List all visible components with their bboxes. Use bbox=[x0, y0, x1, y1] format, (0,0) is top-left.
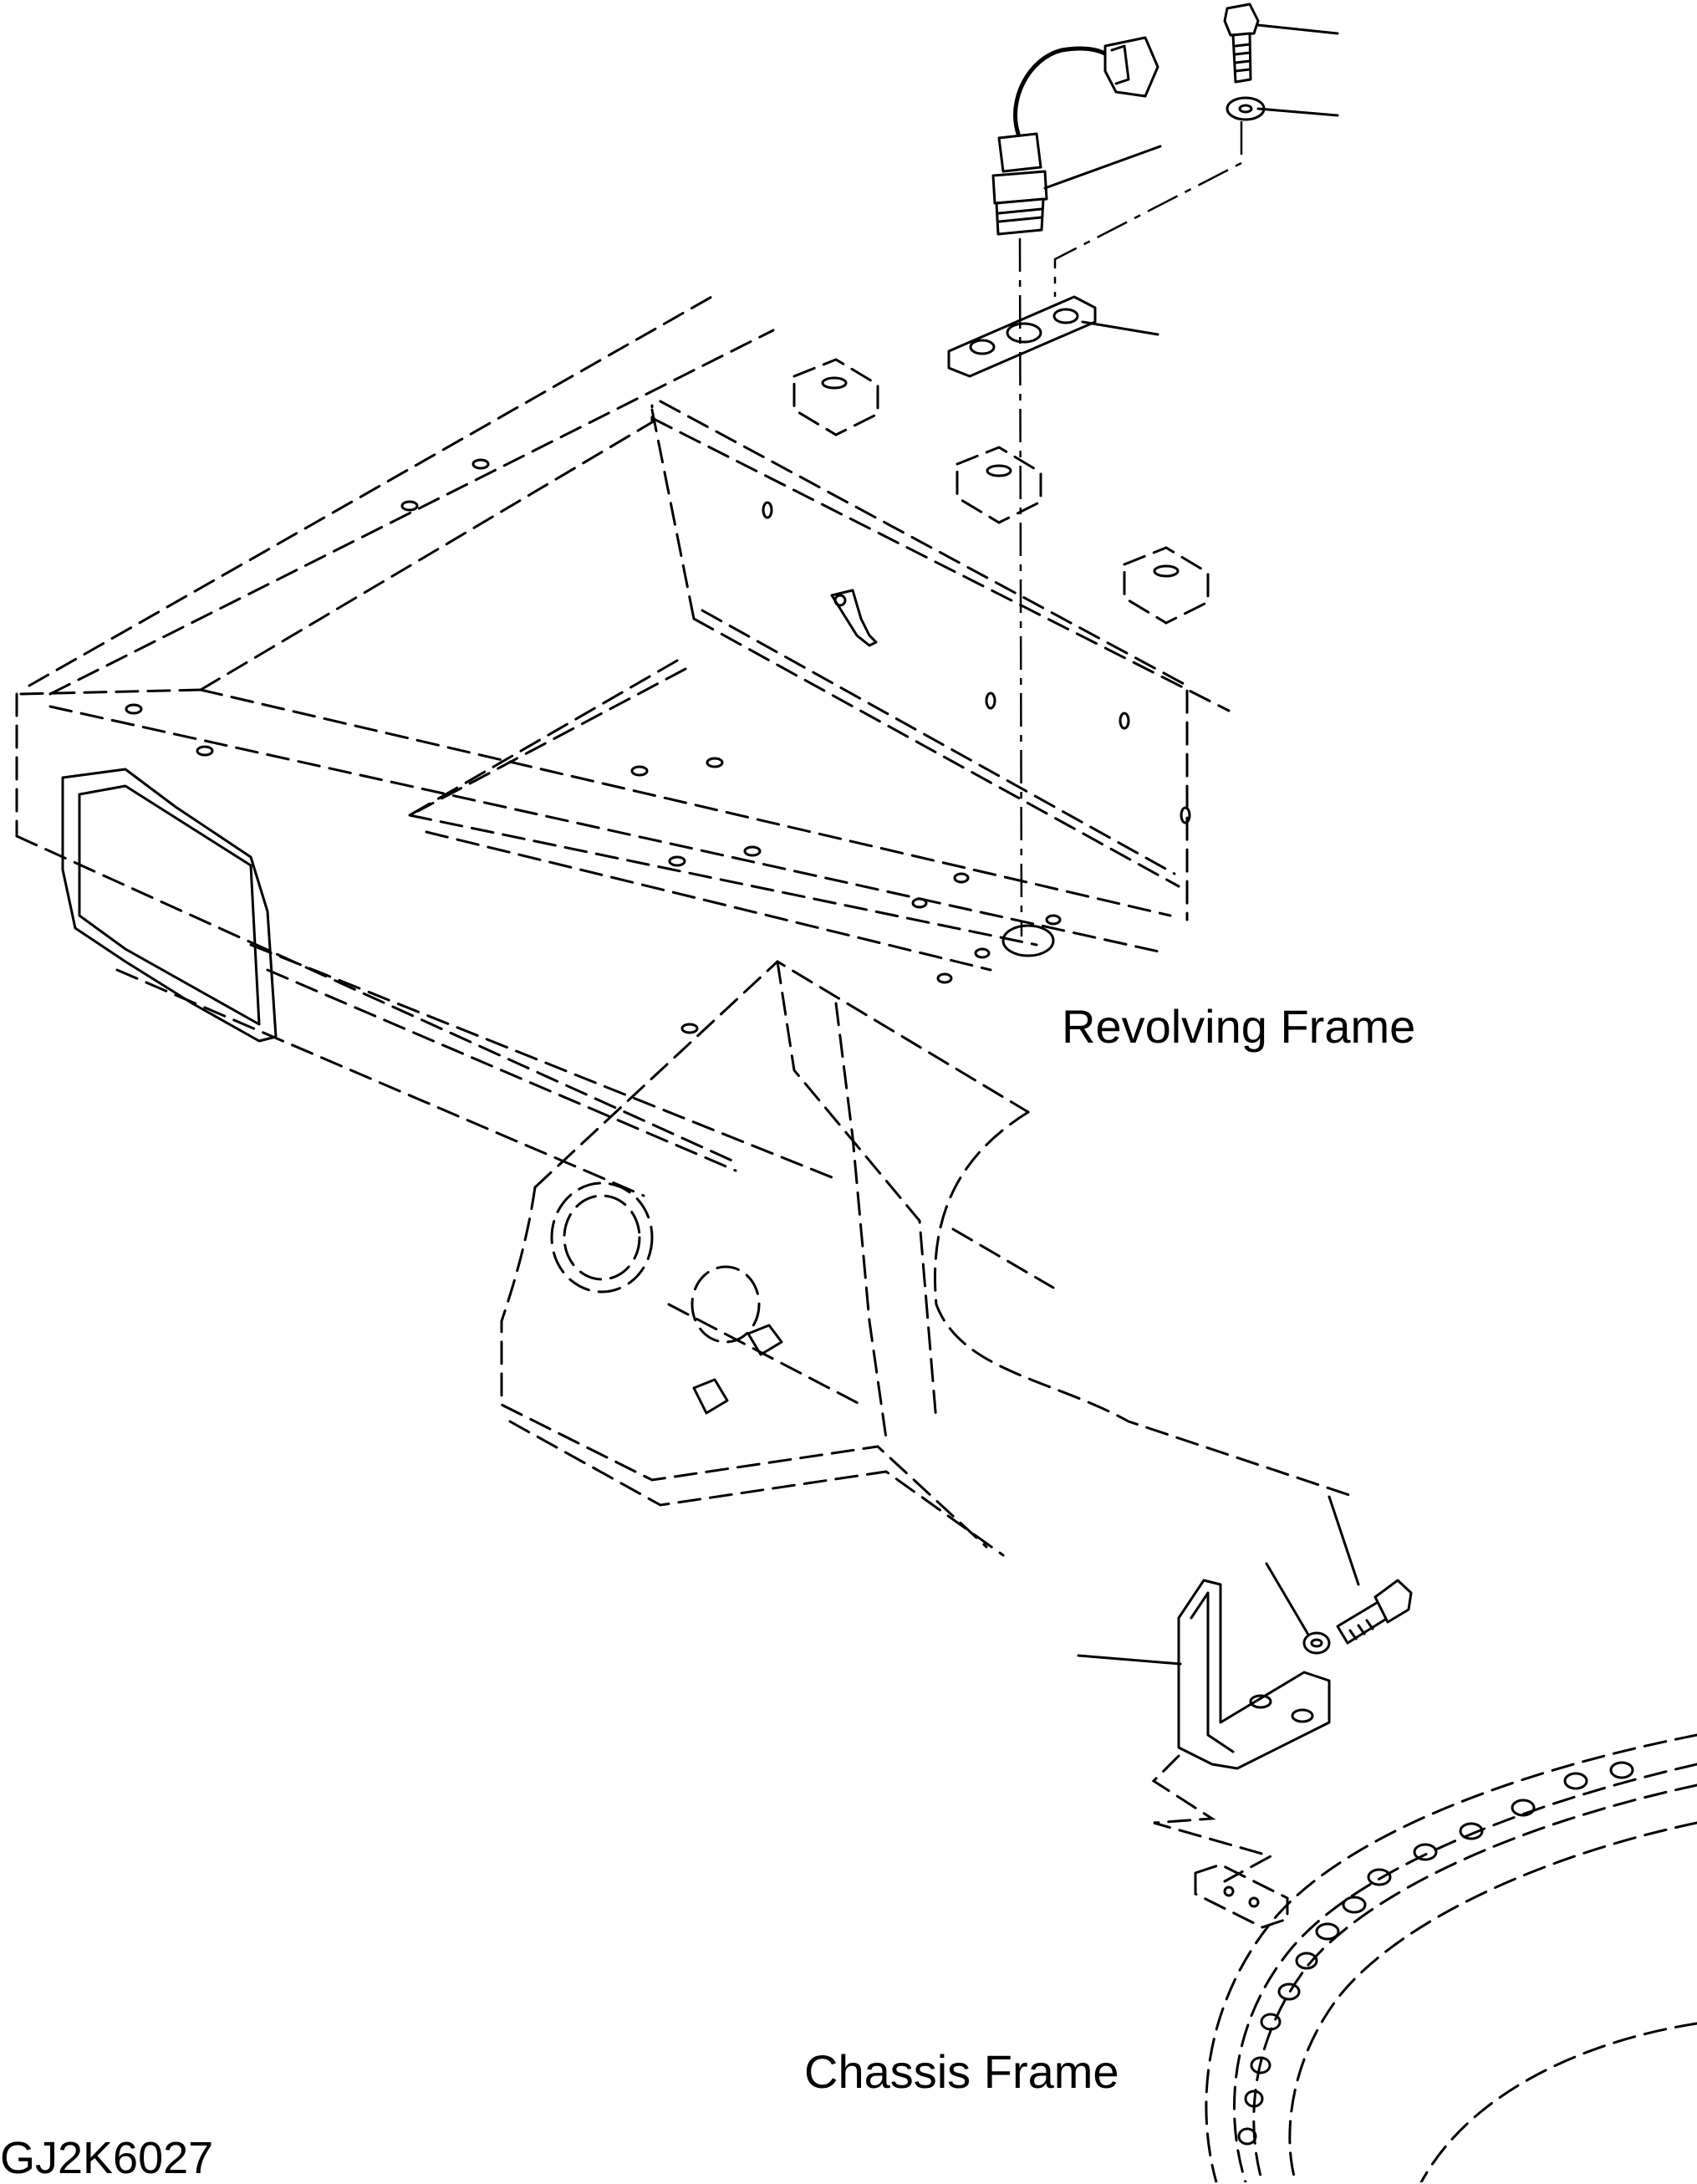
revolving-frame-label: Revolving Frame bbox=[1062, 1000, 1416, 1053]
swing-circle-bolt-holes bbox=[1237, 1761, 1634, 2146]
drawing-code: GJ2K6027 bbox=[0, 2133, 214, 2183]
chassis-swing-circle bbox=[1205, 1733, 1697, 2182]
swing-sensor-assembly bbox=[947, 3, 1339, 937]
mounting-blocks bbox=[792, 358, 1210, 625]
chassis-frame-label: Chassis Frame bbox=[804, 2045, 1119, 2098]
revolving-frame-outline bbox=[15, 291, 1356, 1557]
chassis-bracket-assembly bbox=[1077, 1495, 1413, 1929]
frame-bolt-holes bbox=[125, 458, 1191, 1034]
